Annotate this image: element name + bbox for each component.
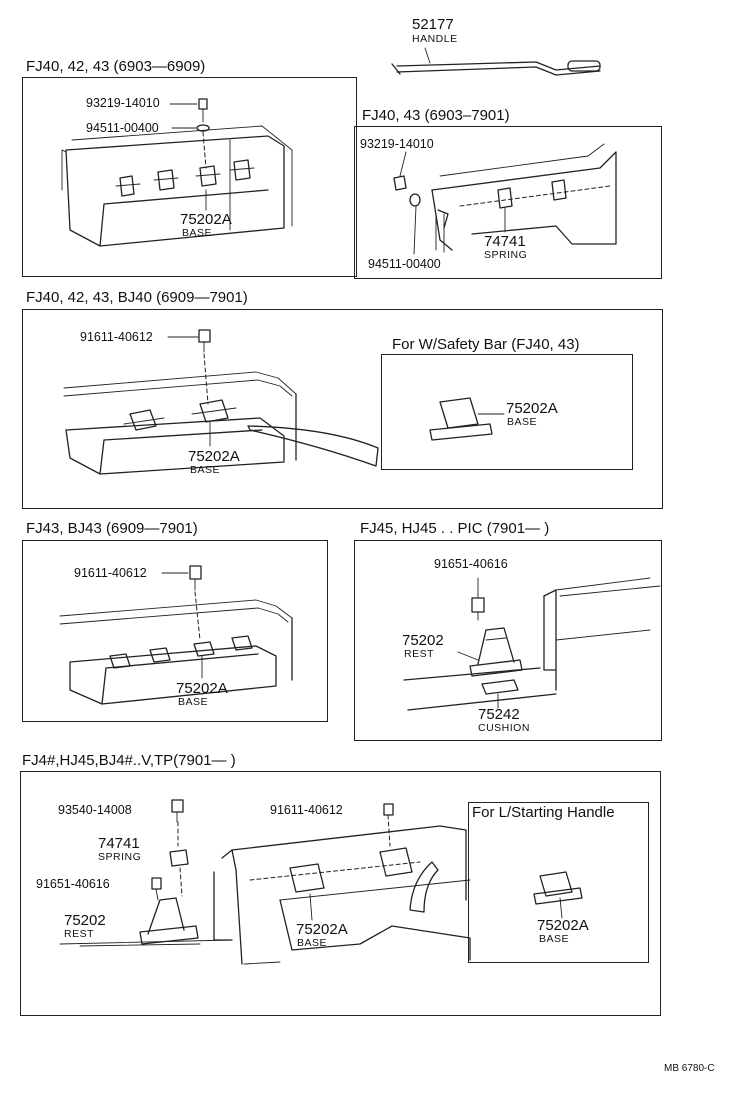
section-6-bolt1-part: 93540-14008 bbox=[58, 803, 132, 817]
section-3-box bbox=[22, 309, 663, 509]
section-4-box bbox=[22, 540, 328, 722]
section-5-box bbox=[354, 540, 662, 741]
section-5-drawing bbox=[403, 577, 661, 711]
section-2-spring-label: SPRING bbox=[484, 249, 528, 261]
section-4-drawing bbox=[59, 565, 293, 705]
section-6-rest-part: 75202 bbox=[64, 912, 106, 929]
section-1-bolt-part: 93219-14010 bbox=[86, 96, 160, 110]
section-6-drawing bbox=[59, 799, 583, 965]
section-3-base-label: BASE bbox=[190, 464, 221, 476]
section-6-spring-label: SPRING bbox=[98, 851, 142, 863]
section-3-title: FJ40, 42, 43, BJ40 (6909—7901) bbox=[26, 289, 248, 306]
section-6-base-part: 75202A bbox=[296, 921, 348, 938]
section-6-bolt2-part: 91651-40616 bbox=[36, 877, 110, 891]
section-1-base-label: BASE bbox=[182, 227, 213, 239]
section-1-washer-part: 94511-00400 bbox=[86, 121, 159, 135]
section-3-inset-box bbox=[381, 354, 633, 470]
section-1-box bbox=[22, 77, 357, 277]
handle-drawing bbox=[391, 47, 601, 76]
section-1-drawing bbox=[61, 98, 293, 247]
section-6-inset-title: For L/Starting Handle bbox=[472, 804, 615, 821]
section-1-base-part: 75202A bbox=[180, 211, 232, 228]
section-2-box bbox=[354, 126, 662, 279]
section-5-bolt-part: 91651-40616 bbox=[434, 557, 508, 571]
section-2-bolt-part: 93219-14010 bbox=[360, 137, 434, 151]
section-6-bolt3-part: 91611-40612 bbox=[270, 803, 343, 817]
section-5-rest-label: REST bbox=[404, 648, 435, 660]
section-3-inset-title: For W/Safety Bar (FJ40, 43) bbox=[392, 336, 580, 353]
section-3-base-part: 75202A bbox=[188, 448, 240, 465]
section-6-rest-label: REST bbox=[64, 928, 95, 940]
section-4-base-part: 75202A bbox=[176, 680, 228, 697]
section-5-cushion-part: 75242 bbox=[478, 706, 520, 723]
section-5-title: FJ45, HJ45 . . PIC (7901— ) bbox=[360, 520, 550, 537]
section-2-drawing bbox=[393, 143, 617, 255]
catalog-code: MB 6780-C bbox=[664, 1063, 715, 1074]
section-3-bolt-part: 91611-40612 bbox=[80, 330, 153, 344]
section-1-title: FJ40, 42, 43 (6903—6909) bbox=[26, 58, 206, 75]
section-5-cushion-label: CUSHION bbox=[478, 722, 530, 734]
section-6-inset-box bbox=[468, 802, 649, 963]
section-6-base-label: BASE bbox=[297, 937, 328, 949]
section-4-title: FJ43, BJ43 (6909—7901) bbox=[26, 520, 198, 537]
section-6-box bbox=[20, 771, 661, 1016]
handle-part-number: 52177 bbox=[412, 16, 454, 33]
section-5-rest-part: 75202 bbox=[402, 632, 444, 649]
section-4-bolt-part: 91611-40612 bbox=[74, 566, 147, 580]
section-4-base-label: BASE bbox=[178, 696, 209, 708]
section-2-spring-part: 74741 bbox=[484, 233, 526, 250]
section-3-inset-part: 75202A bbox=[506, 400, 558, 417]
section-2-title: FJ40, 43 (6903–7901) bbox=[362, 107, 510, 124]
section-6-spring-part: 74741 bbox=[98, 835, 140, 852]
handle-label: HANDLE bbox=[412, 33, 458, 45]
section-3-drawing bbox=[63, 329, 505, 475]
section-6-title: FJ4#,HJ45,BJ4#..V,TP(7901— ) bbox=[22, 752, 236, 769]
section-6-inset-label: BASE bbox=[539, 933, 570, 945]
section-3-inset-label: BASE bbox=[507, 416, 538, 428]
section-2-washer-part: 94511-00400 bbox=[368, 257, 441, 271]
section-6-inset-part: 75202A bbox=[537, 917, 589, 934]
